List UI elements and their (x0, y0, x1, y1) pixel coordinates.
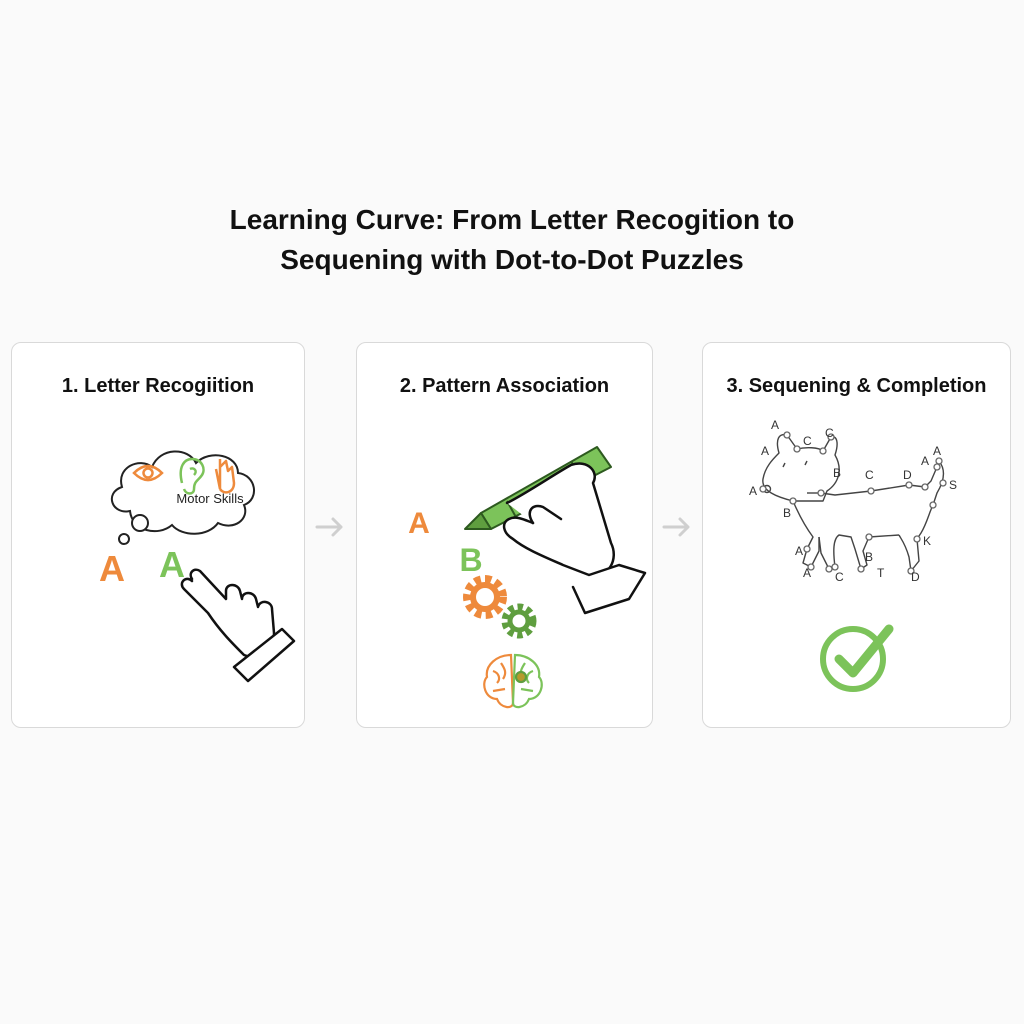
dot-label: A (761, 444, 769, 458)
dot-label: C (825, 426, 834, 440)
thought-cloud-icon (110, 450, 255, 545)
dot-labels: A A C C B C D A A S A B K A A C B T D (749, 418, 957, 584)
letter-a-orange: A (99, 548, 125, 589)
hand-icon (214, 459, 236, 494)
panel-pattern-association: 2. Pattern Association A B (356, 342, 653, 728)
dot-label: K (923, 534, 931, 548)
diagram-title: Learning Curve: From Letter Recogition t… (0, 200, 1024, 280)
title-line-1: Learning Curve: From Letter Recogition t… (229, 204, 795, 235)
panel-letter-recognition: 1. Letter Recogiition Motor Skills A A (11, 342, 305, 728)
dot-label: A (921, 454, 929, 468)
brain-icon (483, 653, 543, 709)
letter-a-green: A (159, 544, 185, 585)
checkmark-icon (820, 624, 894, 692)
dot-label: B (865, 550, 873, 564)
panel-title: 3. Sequening & Completion (726, 375, 987, 397)
letter-a-orange: A (408, 507, 430, 540)
dot-label: B (833, 466, 841, 480)
dot-label: T (877, 566, 885, 580)
panel-title: 2. Pattern Association (399, 375, 610, 397)
dot-label: S (949, 478, 957, 492)
panel-sequencing-completion: 3. Sequening & Completion A A (702, 342, 1011, 728)
dot-label: C (865, 468, 874, 482)
arrow-icon (662, 517, 690, 537)
ear-icon (179, 457, 205, 495)
dot-label: D (911, 570, 920, 584)
dot-markers (759, 431, 947, 575)
title-line-2: Sequening with Dot-to-Dot Puzzles (280, 244, 744, 275)
dot-label: A (749, 484, 757, 498)
panel-title: 1. Letter Recogiition (61, 375, 255, 397)
arrow-icon (315, 517, 343, 537)
dot-label: A (771, 418, 779, 432)
pointing-hand-icon (180, 568, 296, 683)
gears-icon (463, 575, 537, 639)
dot-label: A (803, 566, 811, 580)
dot-label: D (903, 468, 912, 482)
hand-holding-crayon-icon (502, 462, 647, 615)
dot-label: C (803, 434, 812, 448)
dot-label: B (783, 506, 791, 520)
letter-recognition-illustration: Motor Skills A A (99, 450, 296, 683)
pattern-association-illustration: A B (408, 446, 647, 709)
eye-icon (132, 464, 164, 482)
thought-label: Motor Skills (176, 491, 244, 506)
letter-b-green: B (459, 542, 482, 578)
dot-label: A (933, 444, 941, 458)
dot-label: A (795, 544, 803, 558)
dot-label: C (835, 570, 844, 584)
sequencing-illustration: A A C C B C D A A S A B K A A C B T D (749, 418, 957, 692)
